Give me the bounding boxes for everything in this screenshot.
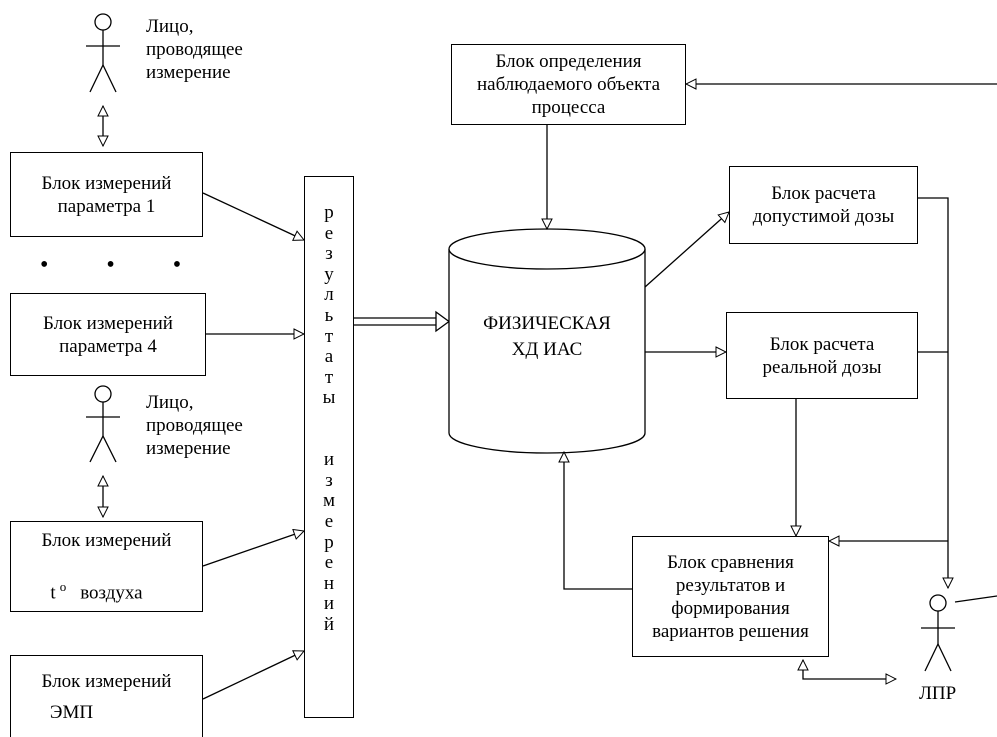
results-letter: а bbox=[324, 346, 334, 368]
results-letter: у bbox=[324, 263, 334, 285]
air-temp-word: воздуха bbox=[80, 582, 143, 604]
results-letter: е bbox=[324, 552, 334, 574]
results-letter: з bbox=[325, 243, 333, 265]
results-letter: и bbox=[323, 449, 335, 471]
emp-line2: ЭМП bbox=[49, 701, 94, 723]
results-letter: л bbox=[324, 284, 334, 306]
air-temp-line1: Блок измерений bbox=[41, 529, 172, 551]
results-letter bbox=[327, 430, 332, 451]
block-param1: Блок измерений параметра 1 bbox=[10, 152, 203, 237]
results-letter: р bbox=[324, 531, 334, 553]
results-letter: и bbox=[323, 593, 335, 615]
block-real-dose: Блок расчета реальной дозы bbox=[726, 312, 918, 399]
block-observed-object: Блок определения наблюдаемого объекта пр… bbox=[451, 44, 686, 125]
person-top-label: Лицо, проводящее измерение bbox=[146, 16, 243, 83]
decision-maker-figure bbox=[921, 594, 955, 672]
emp-line1: Блок измерений bbox=[41, 670, 172, 692]
block-comparison: Блок сравнения результатов и формировани… bbox=[632, 536, 829, 657]
param1-to-results bbox=[202, 192, 304, 240]
results-letter: ы bbox=[322, 387, 336, 409]
results-letter bbox=[327, 409, 332, 430]
block-allowed-dose: Блок расчета допустимой дозы bbox=[729, 166, 918, 244]
decision-maker-label: ЛПР bbox=[919, 683, 957, 704]
results-letter: м bbox=[322, 490, 336, 512]
person-mid-label: Лицо, проводящее измерение bbox=[146, 392, 243, 459]
block-param4: Блок измерений параметра 4 bbox=[10, 293, 206, 376]
comparison-to-lpr bbox=[803, 660, 896, 679]
results-to-database-arrow bbox=[435, 310, 451, 333]
person-top-figure bbox=[86, 13, 120, 93]
airtemp-to-results bbox=[202, 531, 304, 567]
air-temp-degree: о bbox=[59, 578, 67, 594]
database-label: ФИЗИЧЕСКАЯ ХД ИАС bbox=[483, 313, 611, 360]
results-letter: ь bbox=[324, 304, 334, 326]
database-to-allowed-dose bbox=[644, 212, 729, 288]
results-letter: р bbox=[324, 202, 334, 223]
results-letter: з bbox=[325, 469, 333, 491]
air-temp-symbol: t bbox=[50, 582, 56, 604]
allowed-dose-to-lpr bbox=[918, 197, 948, 588]
results-letter: т bbox=[324, 366, 334, 388]
results-letter: е bbox=[324, 222, 334, 244]
block-emp: Блок измерений ЭМП bbox=[10, 655, 203, 737]
results-letter: т bbox=[324, 325, 334, 347]
comparison-to-database bbox=[564, 452, 632, 590]
ellipsis-dots: • • • bbox=[40, 252, 208, 278]
results-letter: й bbox=[323, 613, 335, 635]
database-cylinder bbox=[448, 228, 646, 454]
lpr-outgoing-line bbox=[954, 595, 997, 603]
emp-to-results bbox=[202, 651, 304, 700]
results-letter: н bbox=[323, 572, 335, 594]
results-letter: е bbox=[324, 510, 334, 532]
person-mid-figure bbox=[86, 385, 120, 463]
